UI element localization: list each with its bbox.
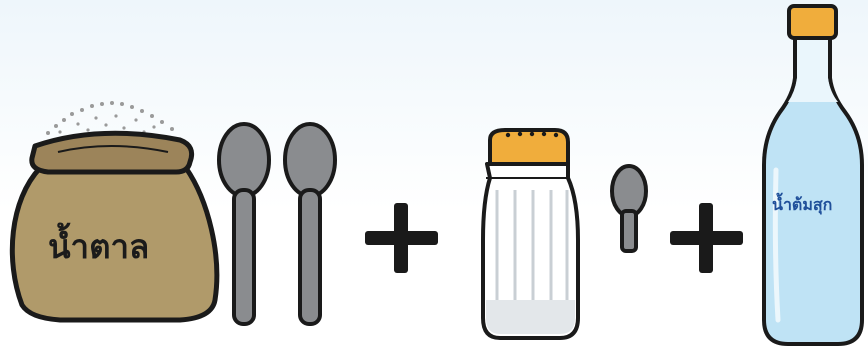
water-bottle-icon: [764, 6, 862, 344]
small-spoon-icon: [612, 166, 646, 251]
spoon-icon-1: [219, 124, 269, 324]
spoon-icon-2: [285, 124, 335, 324]
sugar-grains: [46, 101, 174, 135]
sugar-sack-icon: [12, 101, 217, 320]
plus-icon-2: [670, 203, 743, 273]
plus-icon-1: [365, 203, 438, 273]
sugar-label: น้ำตาล: [48, 222, 149, 266]
boiled-water-label: น้ำต้มสุก: [772, 192, 832, 215]
salt-shaker-icon: [483, 130, 578, 338]
